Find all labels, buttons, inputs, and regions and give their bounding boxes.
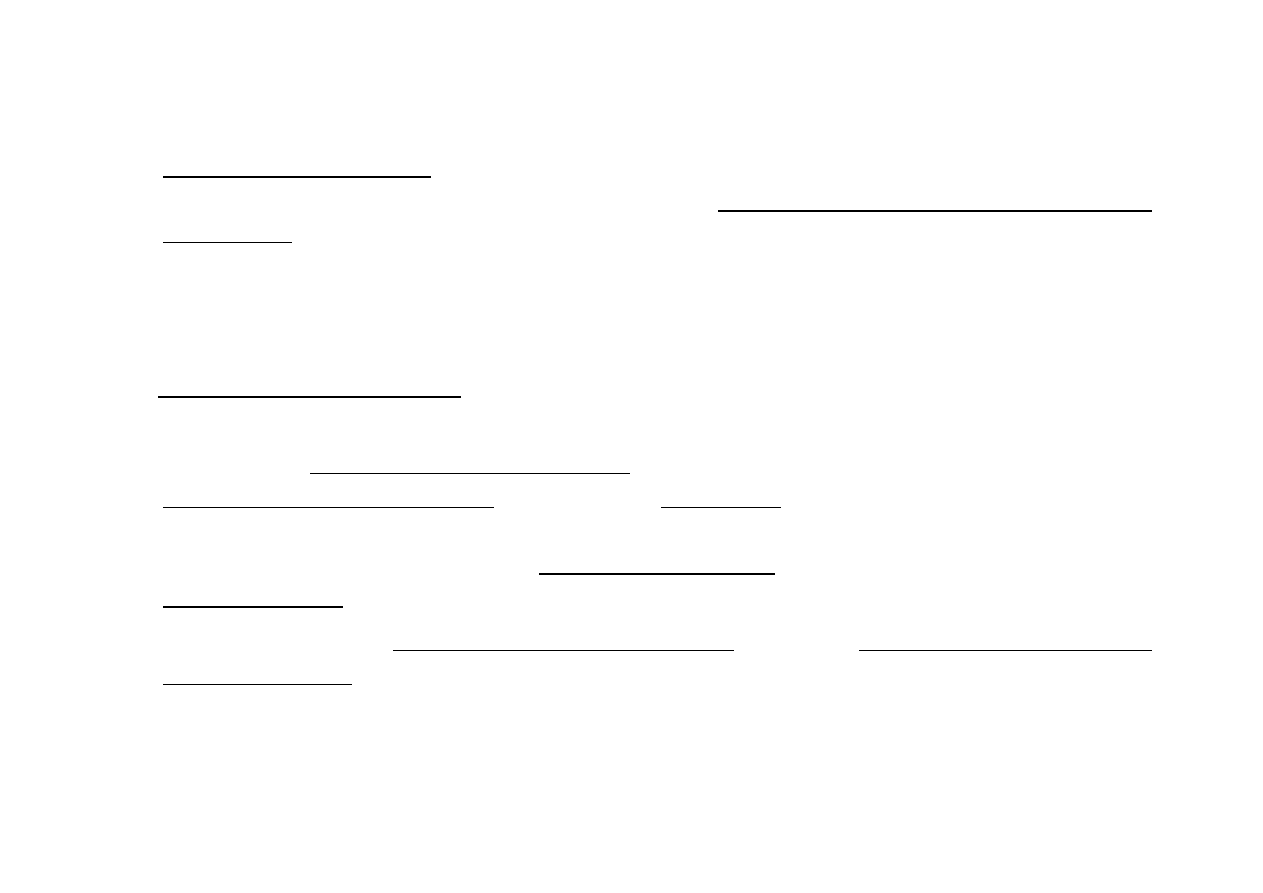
blank-line-2 [718,210,1152,212]
blank-line-9 [163,606,343,608]
blank-line-1 [163,176,431,178]
blank-line-4 [158,396,461,398]
blank-line-5 [310,473,630,474]
blank-line-7 [661,507,781,508]
blank-line-10 [393,650,734,651]
blank-line-12 [163,684,352,685]
blank-line-11 [859,650,1152,651]
blank-line-3 [163,242,292,243]
blank-line-6 [163,507,494,508]
blank-line-8 [539,573,775,575]
